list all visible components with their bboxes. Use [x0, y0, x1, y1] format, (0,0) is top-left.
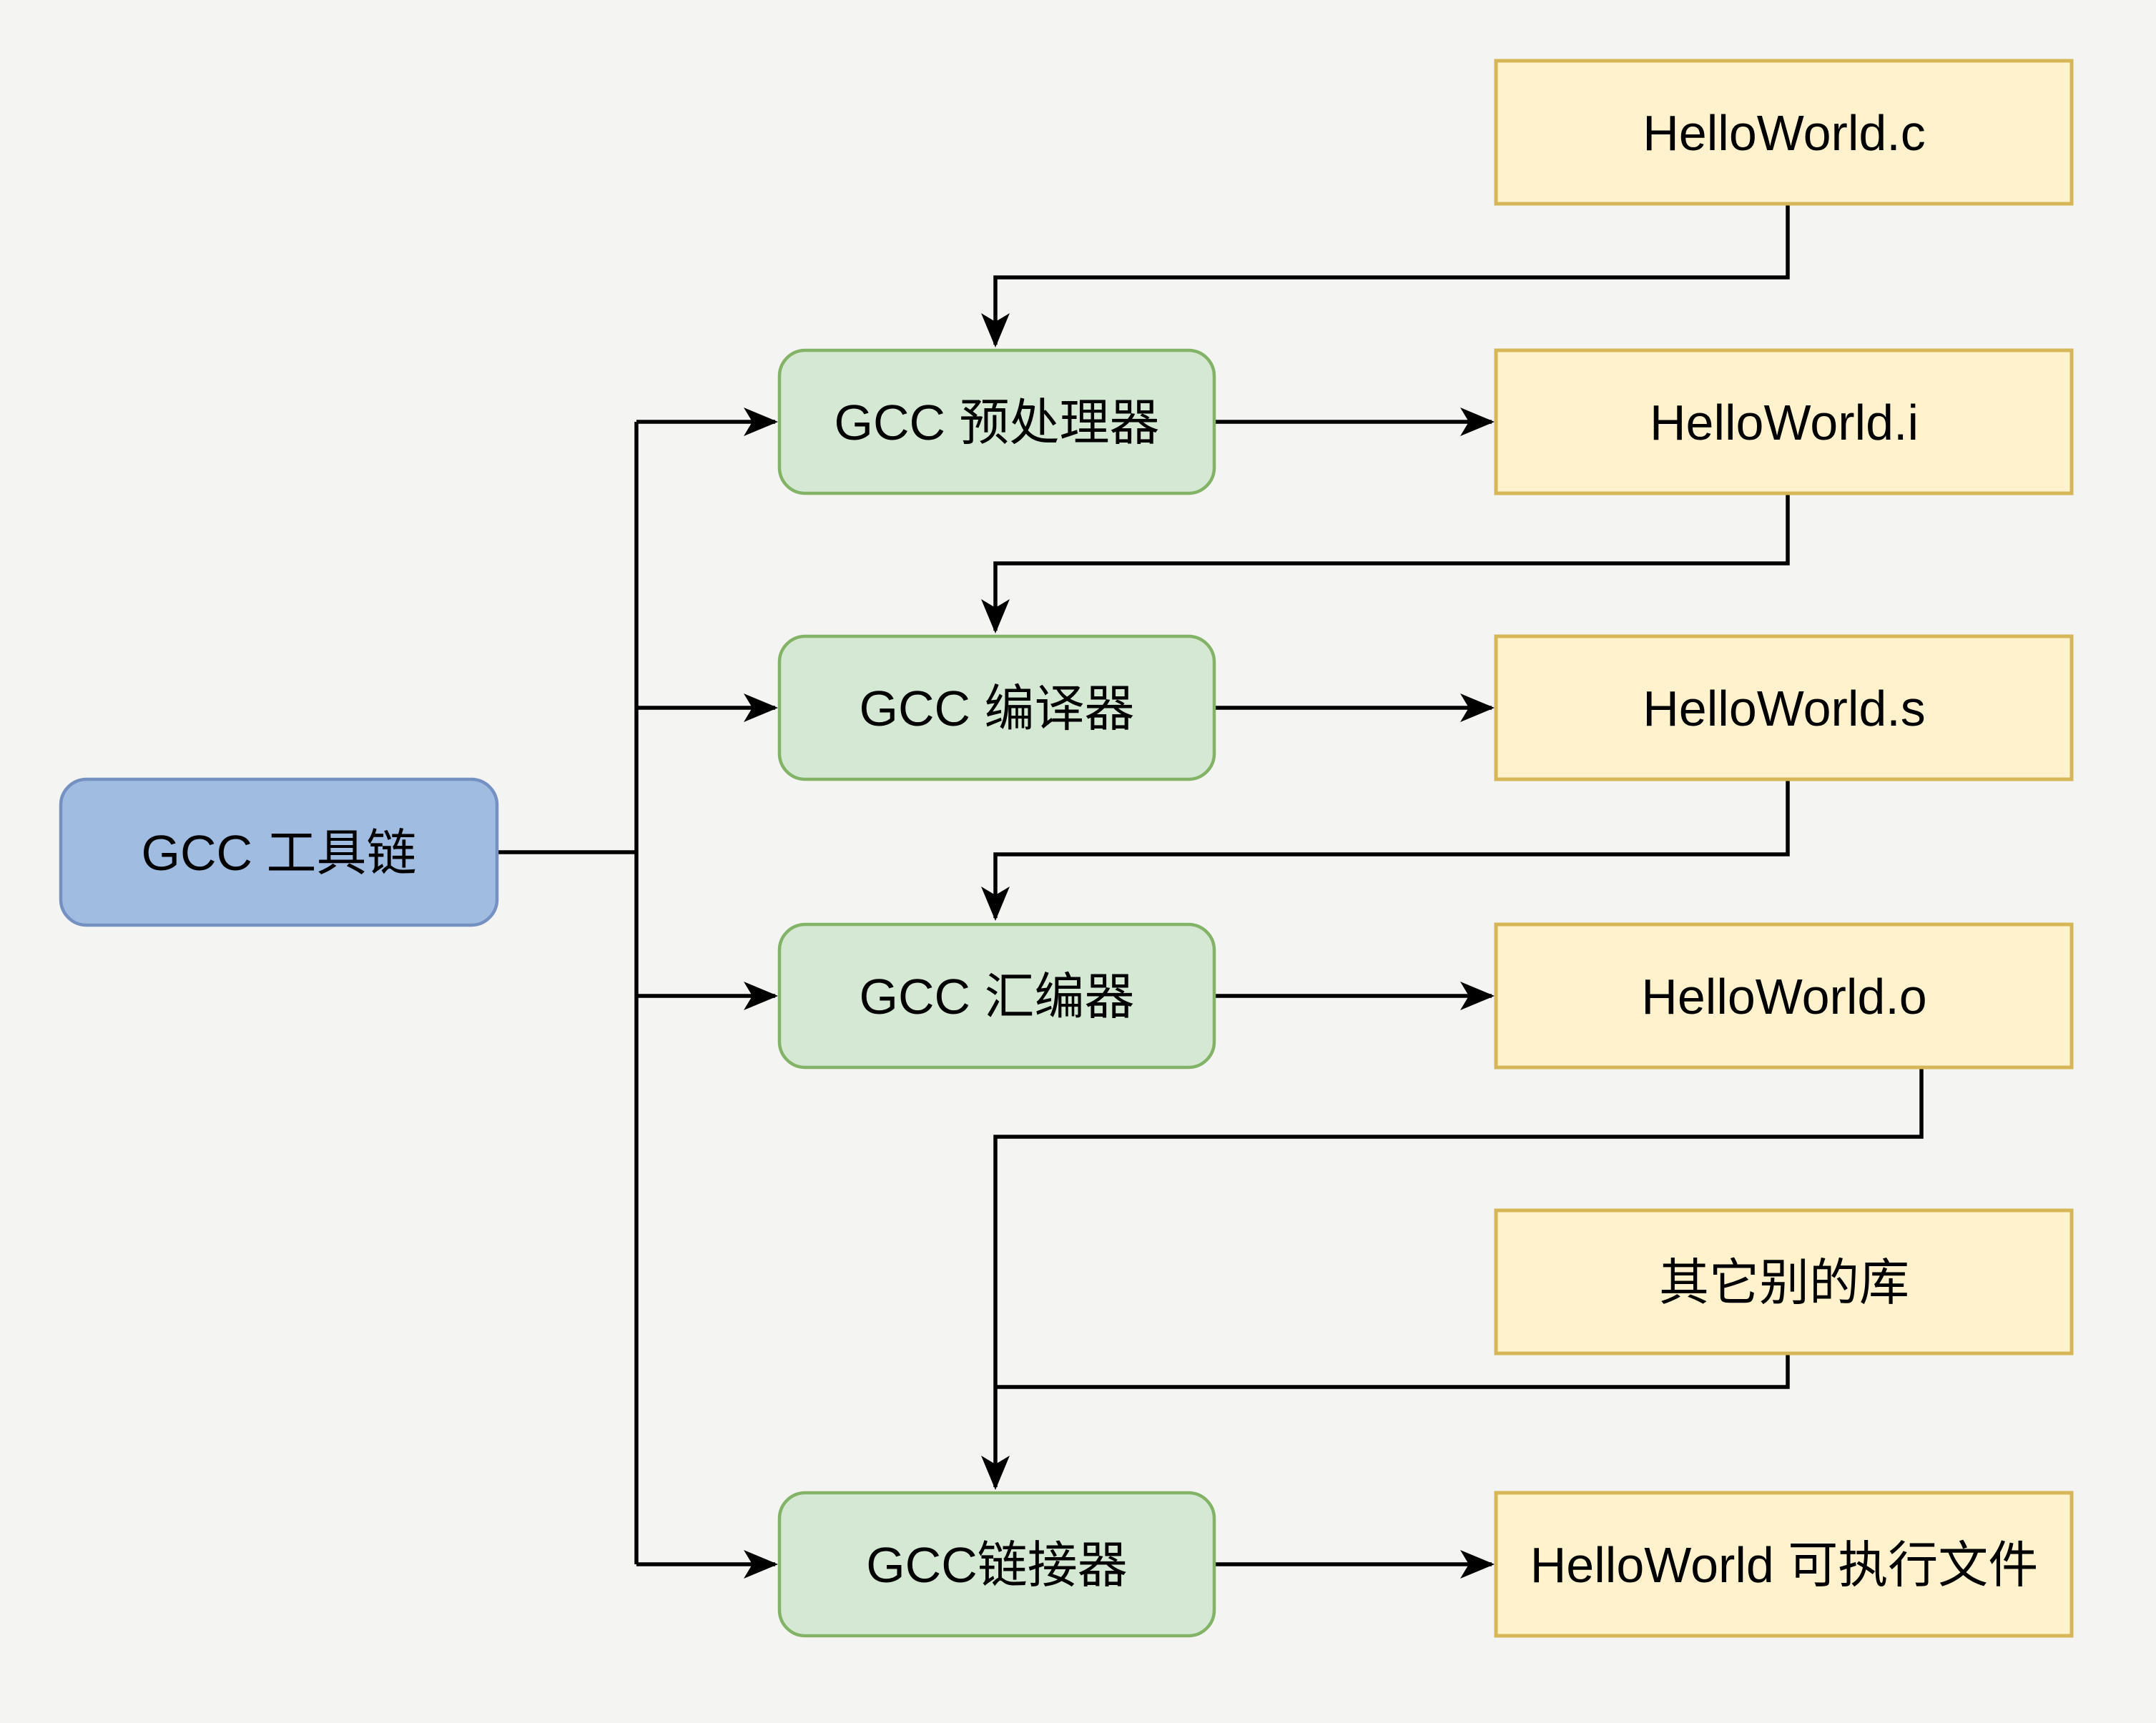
- gcc-assembler-label: GCC 汇编器: [860, 969, 1135, 1025]
- source-file-label: HelloWorld.c: [1643, 105, 1926, 161]
- edge-preprocessed-file-to-compiler: [981, 493, 1790, 633]
- edge-other-libraries-to-linker: [995, 1353, 1790, 1389]
- node-gcc-linker: GCC链接器: [777, 1491, 1216, 1638]
- object-file-box: [1494, 922, 2074, 1070]
- gcc-linker-box: [777, 1491, 1216, 1638]
- other-libraries-box: [1494, 1208, 2074, 1356]
- node-object-file: HelloWorld.o: [1494, 922, 2074, 1070]
- gcc-toolchain-box: [59, 777, 499, 927]
- gcc-preprocessor-box: [777, 348, 1216, 495]
- assembly-file-box: [1494, 634, 2074, 781]
- preprocessed-file-label: HelloWorld.i: [1650, 395, 1919, 450]
- other-libraries-label: 其它别的库: [1659, 1255, 1909, 1310]
- preprocessed-file-box: [1494, 348, 2074, 495]
- node-executable-file: HelloWorld 可执行文件: [1494, 1491, 2074, 1638]
- gcc-compiler-box: [777, 634, 1216, 781]
- source-file-box: [1494, 59, 2074, 206]
- node-other-libraries: 其它别的库: [1494, 1208, 2074, 1356]
- gcc-toolchain-label: GCC 工具链: [142, 825, 417, 881]
- edge-object-file-to-linker: [981, 1067, 1924, 1490]
- gcc-compiler-label: GCC 编译器: [860, 681, 1135, 736]
- gcc-preprocessor-label: GCC 预处理器: [835, 395, 1160, 450]
- node-layer: GCC 工具链 GCC 预处理器 GCC 编译器 GCC 汇编器 GCC链接器 …: [59, 59, 2074, 1638]
- node-gcc-compiler: GCC 编译器: [777, 634, 1216, 781]
- gcc-linker-label: GCC链接器: [866, 1537, 1128, 1593]
- edge-source-file-to-preprocessor: [981, 204, 1790, 347]
- node-gcc-toolchain: GCC 工具链: [59, 777, 499, 927]
- edge-assembly-file-to-assembler: [981, 779, 1790, 921]
- executable-file-box: [1494, 1491, 2074, 1638]
- assembly-file-label: HelloWorld.s: [1643, 681, 1926, 736]
- node-source-file: HelloWorld.c: [1494, 59, 2074, 206]
- gcc-assembler-box: [777, 922, 1216, 1070]
- node-gcc-preprocessor: GCC 预处理器: [777, 348, 1216, 495]
- executable-file-label: HelloWorld 可执行文件: [1530, 1537, 2039, 1593]
- node-preprocessed-file: HelloWorld.i: [1494, 348, 2074, 495]
- object-file-label: HelloWorld.o: [1641, 969, 1926, 1025]
- node-assembly-file: HelloWorld.s: [1494, 634, 2074, 781]
- edge-layer: [497, 204, 1924, 1579]
- node-gcc-assembler: GCC 汇编器: [777, 922, 1216, 1070]
